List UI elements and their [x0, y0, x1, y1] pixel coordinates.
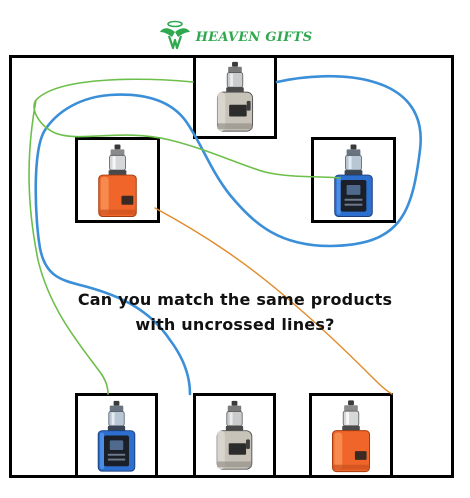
question-line-1: Can you match the same products — [77, 290, 393, 309]
product-mid-left[interactable] — [75, 137, 160, 223]
product-mid-right[interactable] — [311, 137, 396, 223]
brand-name: HEAVEN GIFTS — [195, 29, 313, 45]
brand-logo: HEAVEN GIFTS — [0, 18, 470, 52]
blue-box-mod-icon — [97, 400, 136, 472]
silver-box-mod-icon — [216, 61, 254, 132]
blue-connection-line[interactable] — [34, 75, 422, 396]
winged-halo-logo-icon — [159, 20, 190, 50]
orange-box-mod-icon — [331, 399, 371, 473]
product-top-center[interactable] — [193, 55, 277, 139]
product-bottom-center[interactable] — [193, 393, 276, 478]
orange-box-mod-icon — [98, 143, 137, 218]
product-bottom-right[interactable] — [309, 393, 393, 478]
orange-connection-line[interactable] — [154, 207, 393, 395]
question-line-2: with uncrossed lines? — [135, 315, 335, 334]
silver-box-mod-icon — [216, 400, 253, 470]
blue-box-mod-icon — [334, 143, 373, 218]
green-connection-line[interactable] — [28, 78, 341, 395]
product-bottom-left[interactable] — [75, 393, 158, 478]
